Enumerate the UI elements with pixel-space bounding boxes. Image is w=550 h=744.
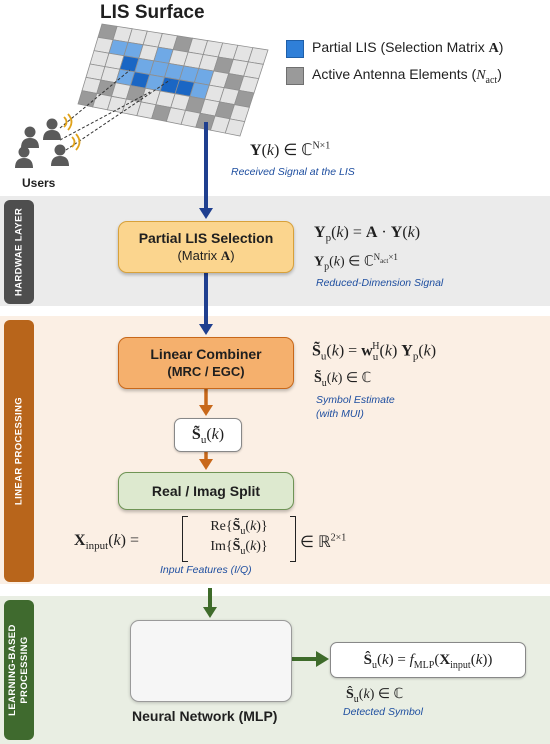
legend-active-label: Active Antenna Elements (Nact)	[312, 66, 502, 86]
selection-eq2: Yp(k) ∈ ℂNact×1	[314, 252, 398, 273]
user-body	[21, 138, 39, 148]
arrow-input-to-nn-head	[203, 607, 217, 618]
user-head	[18, 146, 30, 158]
combiner-eq1: S̃u(k) = wuH(k) Yp(k)	[312, 341, 437, 363]
signal-wave	[63, 116, 68, 128]
hardware-layer-tab: HARDWAE LAYER	[4, 200, 34, 304]
signal-wave	[75, 133, 81, 151]
legend-partial-label: Partial LIS (Selection Matrix A)	[312, 39, 504, 56]
combiner-eq2: S̃u(k) ∈ ℂ	[314, 371, 372, 389]
selection-title: Partial LIS Selection	[138, 230, 274, 246]
neural-network-label: Neural Network (MLP)	[132, 708, 278, 724]
input-caption: Input Features (I/Q)	[160, 564, 252, 576]
signal-beam	[59, 91, 151, 141]
arrow-nn-to-output-head	[316, 651, 329, 667]
combiner-subtitle: (MRC / EGC)	[167, 364, 245, 379]
combiner-caption-2: (with MUI)	[316, 408, 364, 420]
legend-partial-swatch	[286, 40, 304, 58]
output-caption: Detected Symbol	[343, 706, 423, 718]
user-body	[15, 158, 33, 168]
input-eq-rhs: ∈ ℝ2×1	[300, 532, 347, 551]
lis-surface-grid	[59, 23, 269, 151]
split-label: Real / Imag Split	[151, 483, 261, 499]
selection-subtitle: (Matrix A)	[177, 248, 235, 263]
symbol-estimate-box: S̃u(k)	[174, 418, 242, 452]
arrow-symbol-to-split-head	[199, 459, 213, 470]
linear-processing-tab: LINEAR PROCESSING	[4, 320, 34, 582]
lis-cell	[224, 118, 246, 137]
user-head	[54, 144, 66, 156]
legend-active-swatch	[286, 67, 304, 85]
arrow-lis-to-selection-head	[199, 208, 213, 219]
arrow-selection-to-combiner-head	[199, 324, 213, 335]
real-imag-split-box: Real / Imag Split	[118, 472, 294, 510]
user-head	[24, 126, 36, 138]
lis-surface-title: LIS Surface	[100, 2, 205, 23]
signal-wave	[67, 113, 73, 131]
partial-lis-selection-box: Partial LIS Selection (Matrix A)	[118, 221, 294, 273]
combiner-caption-1: Symbol Estimate	[316, 394, 395, 406]
signal-wave	[71, 136, 76, 148]
selection-eq1: Yp(k) = A · Y(k)	[314, 224, 421, 245]
signal-beam	[65, 79, 171, 151]
output-eq-box: Ŝu(k) = fMLP(Xinput(k))	[330, 642, 526, 678]
arrow-combiner-to-symbol-head	[199, 405, 213, 416]
received-signal-caption: Received Signal at the LIS	[231, 166, 355, 178]
user-head	[46, 118, 58, 130]
user-body	[51, 156, 69, 166]
neural-network-box	[130, 620, 292, 702]
flow-arrows	[199, 122, 329, 667]
output-eq2: Ŝu(k) ∈ ℂ	[346, 687, 404, 705]
users-icon	[15, 113, 81, 168]
combiner-title: Linear Combiner	[150, 346, 262, 362]
input-eq-matrix: Re{S̃u(k)} Im{S̃u(k)}	[182, 516, 296, 562]
linear-combiner-box: Linear Combiner (MRC / EGC)	[118, 337, 294, 389]
selection-caption: Reduced-Dimension Signal	[316, 277, 444, 289]
input-eq-lhs: Xinput(k) =	[74, 532, 139, 553]
user-body	[43, 130, 61, 140]
received-signal-eq: Y(k) ∈ ℂN×1	[250, 140, 331, 159]
users-label: Users	[22, 176, 56, 190]
